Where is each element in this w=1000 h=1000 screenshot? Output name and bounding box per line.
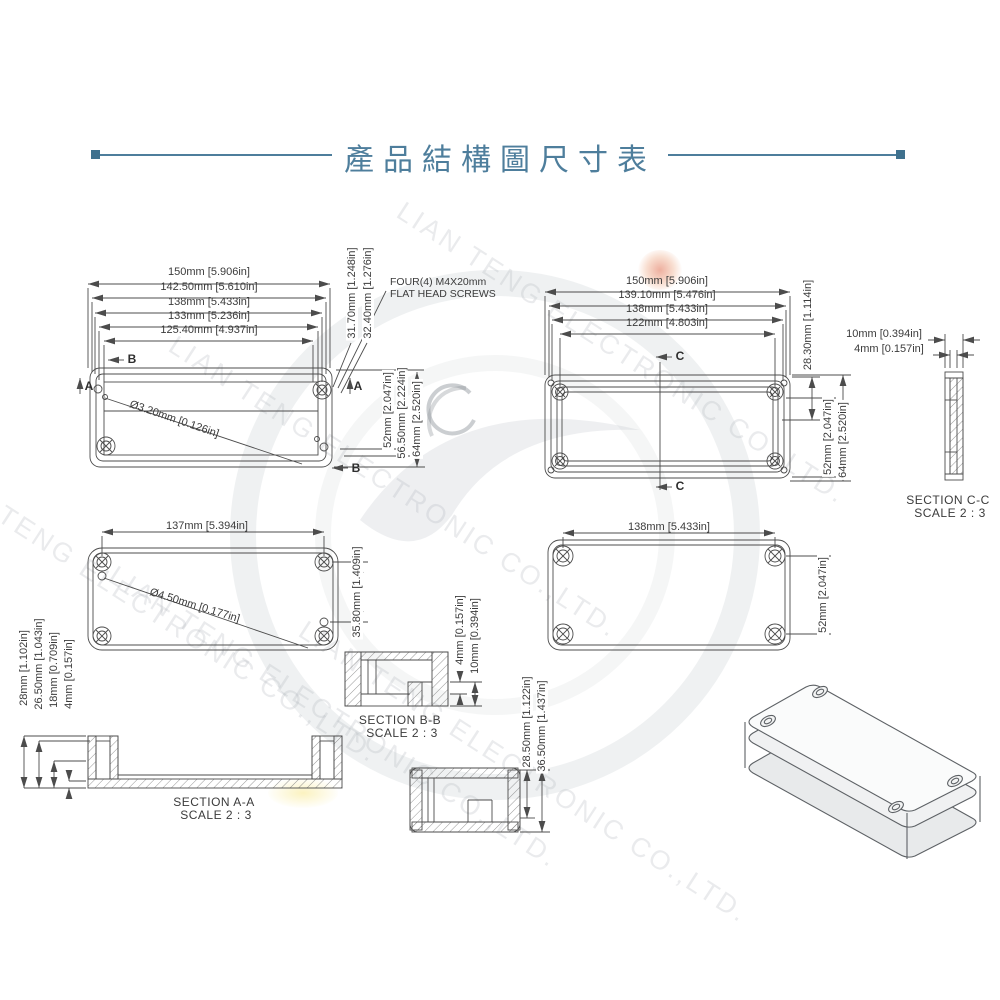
- title-rule-left: [100, 154, 332, 156]
- dim-label: 18mm [0.709in]: [48, 630, 60, 710]
- dim-label: 56.50mm [2.224in]: [396, 365, 408, 461]
- dim-label: 10mm [0.394in]: [846, 328, 922, 340]
- section-mark-c: C: [675, 479, 685, 493]
- dim-label: 28mm [1.102in]: [18, 628, 30, 708]
- section-bb-scale: SCALE 2 : 3: [366, 726, 438, 740]
- section-mark-c: C: [675, 349, 685, 363]
- section-bb-label: SECTION B-B: [358, 713, 442, 727]
- side-section-view: [409, 767, 550, 833]
- dim-label: 4mm [0.157in]: [63, 637, 75, 711]
- dim-label: 125.40mm [4.937in]: [160, 324, 258, 336]
- dim-label: 36.50mm [1.437in]: [536, 678, 548, 774]
- isometric-box: [744, 684, 981, 859]
- base-back-view: [547, 529, 831, 651]
- section-bb-view: [344, 651, 482, 707]
- dim-label: 122mm [4.803in]: [626, 317, 708, 329]
- lid-back-view: [87, 528, 368, 651]
- dim-label: 139.10mm [5.476in]: [618, 289, 716, 301]
- dim-label: 26.50mm [1.043in]: [33, 616, 45, 712]
- section-mark-a: A: [353, 379, 363, 393]
- dim-label: 138mm [5.433in]: [168, 296, 250, 308]
- section-mark-b: B: [351, 461, 361, 475]
- page-title: 產品結構圖尺寸表: [344, 144, 656, 177]
- dim-label: 142.50mm [5.610in]: [160, 281, 258, 293]
- dim-label: 35.80mm [1.409in]: [351, 544, 363, 640]
- section-aa-scale: SCALE 2 : 3: [180, 808, 252, 822]
- stain-red: [638, 250, 682, 290]
- front-base-view: [544, 288, 851, 491]
- dim-label: 150mm [5.906in]: [626, 275, 708, 287]
- section-cc-view: [928, 334, 980, 481]
- section-mark-b: B: [127, 352, 137, 366]
- dim-label: 64mm [2.520in]: [411, 379, 423, 459]
- dim-label: 150mm [5.906in]: [168, 266, 250, 278]
- dim-label: 64mm [2.520in]: [837, 400, 849, 480]
- dim-label: 52mm [2.047in]: [817, 555, 829, 635]
- screw-note-line1: FOUR(4) M4X20mm: [390, 276, 487, 288]
- section-aa-label: SECTION A-A: [173, 795, 255, 809]
- dim-label: 10mm [0.394in]: [469, 596, 481, 676]
- section-cc-label: SECTION C-C: [906, 493, 990, 507]
- dim-label: 138mm [5.433in]: [626, 303, 708, 315]
- title-rule-cap-left: [91, 150, 100, 159]
- dim-label: 4mm [0.157in]: [454, 593, 466, 667]
- dim-label: 137mm [5.394in]: [166, 520, 248, 532]
- dim-label: 32.40mm [1.276in]: [362, 245, 374, 341]
- dim-label: 52mm [2.047in]: [822, 397, 834, 477]
- dim-label: 52mm [2.047in]: [382, 370, 394, 450]
- dim-label: 4mm [0.157in]: [854, 343, 924, 355]
- dim-label: 133mm [5.236in]: [168, 310, 250, 322]
- dim-label: 28.30mm [1.114in]: [802, 277, 814, 373]
- section-cc-scale: SCALE 2 : 3: [914, 506, 986, 520]
- title-rule-cap-right: [896, 150, 905, 159]
- hole-callout: Ø4.50mm [0.177in]: [148, 586, 242, 626]
- hole-callout: Ø3.20mm [0.126in]: [128, 398, 221, 441]
- front-lid-view: [76, 280, 425, 472]
- dim-label: 138mm [5.433in]: [628, 521, 710, 533]
- dim-label: 31.70mm [1.248in]: [346, 245, 358, 341]
- section-mark-a: A: [84, 379, 94, 393]
- section-aa-view: [20, 735, 343, 799]
- dim-label: 28.50mm [1.122in]: [521, 674, 533, 770]
- screw-note-line2: FLAT HEAD SCREWS: [390, 288, 496, 300]
- title-rule-right: [668, 154, 898, 156]
